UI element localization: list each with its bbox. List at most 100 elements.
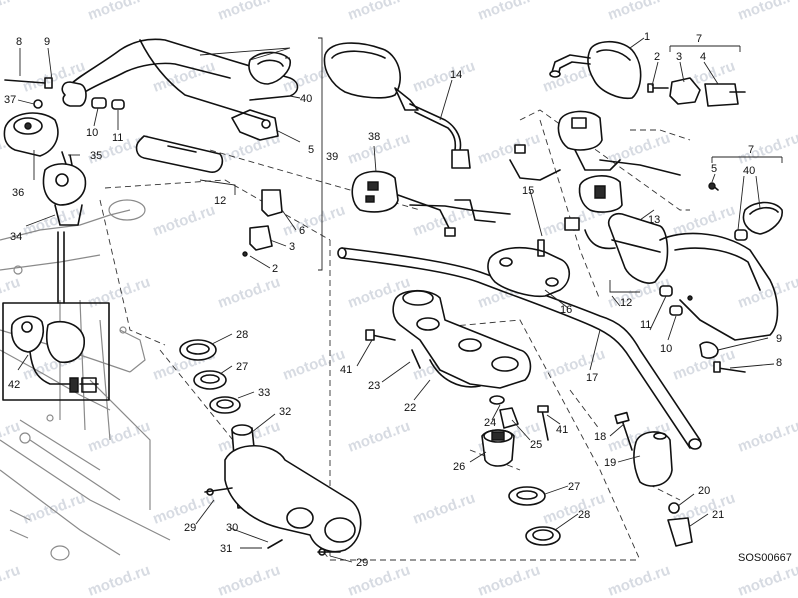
watermark-text: motod.ru <box>281 202 348 240</box>
callout-7-right: 7 <box>748 144 754 156</box>
callout-36: 36 <box>12 187 24 199</box>
callout-15: 15 <box>522 185 534 197</box>
callout-9: 9 <box>44 36 50 48</box>
callout-21: 21 <box>712 509 724 521</box>
callout-27-right: 27 <box>568 481 580 493</box>
callout-8-right: 8 <box>776 357 782 369</box>
watermark-text: motod.ru <box>86 0 153 24</box>
callout-1: 1 <box>644 31 650 43</box>
watermark-text: motod.ru <box>476 0 543 24</box>
watermark-text: motod.ru <box>86 418 153 456</box>
callout-19: 19 <box>604 457 616 469</box>
callout-26: 26 <box>453 461 465 473</box>
callout-11-right: 11 <box>640 319 651 331</box>
bearing-washers-right <box>508 486 561 546</box>
callout-5-left: 5 <box>308 144 314 156</box>
callout-38: 38 <box>368 131 380 143</box>
watermark-text: motod.ru <box>606 0 673 24</box>
callout-9-right: 9 <box>776 333 782 345</box>
watermark-text: motod.ru <box>216 274 283 312</box>
left-switch-cluster <box>351 170 511 237</box>
watermark-text: motod.ru <box>541 490 608 528</box>
watermark-text: motod.ru <box>736 0 798 24</box>
callout-13: 13 <box>648 214 660 226</box>
watermark-text: motod.ru <box>151 202 218 240</box>
callout-12-right: 12 <box>620 297 632 309</box>
riser-parts <box>614 411 693 547</box>
callout-24: 24 <box>484 417 496 429</box>
callout-29-bottom: 29 <box>356 557 368 569</box>
callout-12-left: 12 <box>214 195 226 207</box>
callout-6: 6 <box>299 225 305 237</box>
ignition-switch <box>3 112 87 226</box>
callout-35: 35 <box>90 150 102 162</box>
watermark-text: motod.ru <box>86 562 153 598</box>
callout-16: 16 <box>560 304 572 316</box>
callout-7-top: 7 <box>696 33 702 45</box>
watermark-text: motod.ru <box>411 202 478 240</box>
callout-34: 34 <box>10 231 22 243</box>
right-mirror <box>549 40 642 100</box>
callout-42: 42 <box>8 379 20 391</box>
callout-23: 23 <box>368 380 380 392</box>
mirror-clamp-parts <box>647 77 746 107</box>
watermark-text: motod.ru <box>736 130 798 168</box>
clamp-bolts <box>365 329 549 467</box>
callout-40-right: 40 <box>743 165 755 177</box>
watermark-text: motod.ru <box>216 0 283 24</box>
watermark-text: motod.ru <box>281 346 348 384</box>
callout-14: 14 <box>450 69 462 81</box>
left-hand-guard <box>69 38 299 141</box>
callout-37: 37 <box>4 94 16 106</box>
right-grip <box>564 212 683 316</box>
inset-detail <box>2 231 110 401</box>
watermark-text: motod.ru <box>346 418 413 456</box>
callout-17: 17 <box>586 372 598 384</box>
callout-27-left: 27 <box>236 361 248 373</box>
callout-3-right: 3 <box>676 51 682 63</box>
callout-10-right: 10 <box>660 343 672 355</box>
watermark-text: motod.ru <box>736 418 798 456</box>
callout-8: 8 <box>16 36 22 48</box>
right-hand-guard <box>659 182 783 373</box>
callout-31: 31 <box>220 543 232 555</box>
watermark-text: motod.ru <box>411 58 478 96</box>
right-control-assembly <box>509 110 681 213</box>
callout-2-right: 2 <box>654 51 660 63</box>
lever-switch-parts <box>242 189 283 257</box>
callout-25: 25 <box>530 439 542 451</box>
callout-2-left: 2 <box>272 263 278 275</box>
watermark-text: motod.ru <box>0 562 22 598</box>
left-grip <box>135 135 236 195</box>
upper-triple-clamp <box>392 289 532 389</box>
callout-32: 32 <box>279 406 291 418</box>
callout-4: 4 <box>700 51 706 63</box>
callout-11: 11 <box>112 132 123 144</box>
watermark-text: motod.ru <box>476 562 543 598</box>
leader-lines <box>17 37 775 563</box>
callout-5-right: 5 <box>711 163 717 175</box>
watermark-text: motod.ru <box>216 562 283 598</box>
callout-28-left: 28 <box>236 329 248 341</box>
bar-end-left <box>4 77 87 109</box>
callout-20: 20 <box>698 485 710 497</box>
callout-29-left: 29 <box>184 522 196 534</box>
watermark-text: motod.ru <box>0 418 22 456</box>
watermark-text: motod.ru <box>411 490 478 528</box>
callout-22: 22 <box>404 402 416 414</box>
watermark-text: motod.ru <box>606 562 673 598</box>
group-brackets <box>318 37 783 271</box>
watermark-text: motod.ru <box>21 490 88 528</box>
drawing-code: SOS00667 <box>738 552 792 564</box>
watermark-text: motod.ru <box>86 274 153 312</box>
bar-weights-left <box>91 97 125 110</box>
watermark-text: motod.ru <box>21 202 88 240</box>
callout-30: 30 <box>226 522 238 534</box>
callout-40-left: 40 <box>300 93 312 105</box>
watermark-text: motod.ru <box>736 562 798 598</box>
callout-18: 18 <box>594 431 606 443</box>
callout-3-left: 3 <box>289 241 295 253</box>
callout-39: 39 <box>326 151 338 163</box>
callout-28-right: 28 <box>578 509 590 521</box>
